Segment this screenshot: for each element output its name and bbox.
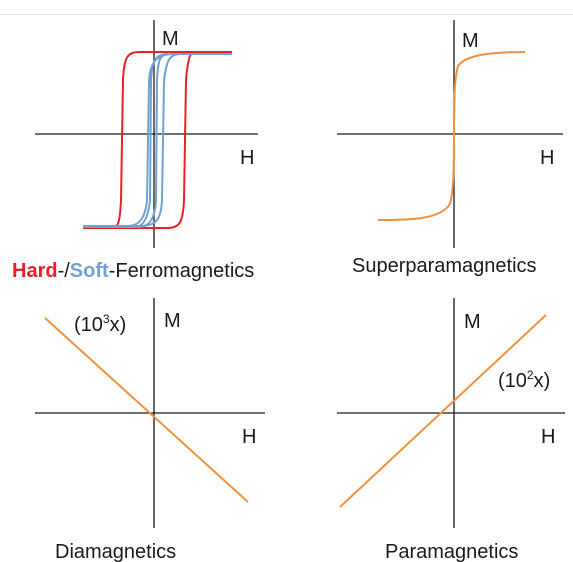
scale-factor-label: (103x) [74,312,126,336]
top-divider [0,14,573,15]
caption-hard: Hard [12,260,58,282]
h-axis-label: H [540,147,554,169]
scale-exponent: 3 [103,312,110,326]
h-axis-label: H [240,147,254,169]
h-axis-label: H [242,426,256,448]
panel-ferromagnetics: M H Hard-/Soft-Ferromagnetics [12,20,258,282]
caption-ferromagnetics: Hard-/Soft-Ferromagnetics [12,260,254,282]
scale-close: x) [110,314,127,336]
m-axis-label: M [464,311,481,333]
caption-superparamagnetics: Superparamagnetics [352,255,537,277]
panel-diamagnetics: M H (103x) Diamagnetics [35,298,265,562]
scale-exponent: 2 [527,368,534,382]
panel-paramagnetics: M H (102x) Paramagnetics [337,298,565,562]
h-axis-label: H [541,426,555,448]
soft-inner-loop [83,53,169,228]
panel-superparamagnetics: M H Superparamagnetics [337,20,563,277]
scale-open: (10 [74,314,103,336]
caption-ferro-rest: -Ferromagnetics [109,260,255,282]
caption-paramagnetics: Paramagnetics [385,541,518,562]
diamagnetic-line [44,317,249,503]
caption-diamagnetics: Diamagnetics [55,541,176,562]
m-axis-label: M [164,310,181,332]
caption-separator: -/ [58,260,71,282]
scale-factor-label: (102x) [498,368,550,392]
caption-soft: Soft [70,260,109,282]
superparamagnetic-curve [377,51,526,221]
m-axis-label: M [462,30,479,52]
m-axis-label: M [162,28,179,50]
scale-close: x) [534,370,551,392]
paramagnetic-line [339,314,547,508]
scale-open: (10 [498,370,527,392]
